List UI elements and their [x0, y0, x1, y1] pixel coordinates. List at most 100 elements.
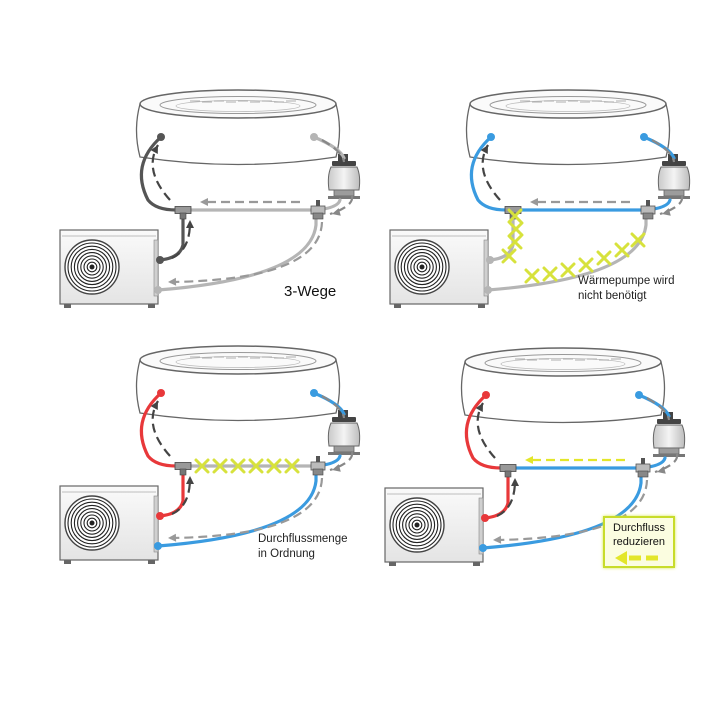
fan-ring	[397, 242, 447, 292]
fan-ring	[398, 506, 436, 544]
arrow-head	[493, 535, 502, 544]
x-mark-icon	[284, 458, 300, 474]
flow-arrow-icon	[493, 535, 502, 544]
pipe-end-dot	[154, 286, 162, 294]
fan-ring	[80, 255, 104, 279]
valve-stem	[646, 200, 650, 206]
filter-foot	[653, 454, 685, 457]
pool-icon	[465, 89, 671, 166]
heat-pump-icon	[59, 229, 159, 308]
arrow-head	[332, 208, 341, 216]
caption-not-needed-line-1: Wärmepumpe wird	[578, 275, 675, 287]
heat-pump-icon	[389, 229, 489, 308]
three-way-valve-icon	[640, 200, 656, 220]
tee-body	[499, 464, 517, 472]
heat-pump-side	[478, 497, 484, 555]
arrow-head	[332, 464, 341, 472]
pool-water-ring	[175, 356, 301, 368]
pool-rim	[139, 345, 337, 375]
panel-reduce-flow	[384, 347, 686, 566]
flow-arrow-icon	[150, 145, 158, 154]
filter-tank-body	[327, 422, 361, 447]
arrow-head	[150, 401, 158, 410]
heat-pump-foot	[64, 304, 71, 308]
arrow-head	[525, 456, 533, 464]
pipe-end-dot	[481, 514, 489, 522]
arrow-head	[662, 208, 671, 216]
pipe-end-dot	[154, 542, 162, 550]
filter-head	[657, 419, 681, 424]
fan-hub	[419, 264, 425, 270]
x-mark-icon	[614, 242, 630, 258]
flow-dash-inlet	[151, 144, 171, 201]
x-stroke	[578, 257, 594, 273]
filter-head	[662, 161, 686, 166]
arrow-head	[168, 533, 177, 542]
x-mark-icon	[542, 266, 558, 282]
flow-dash-inlet	[481, 144, 501, 201]
x-mark-icon	[508, 221, 524, 237]
pipe-end-dot	[479, 544, 487, 552]
valve-stem	[316, 456, 320, 462]
flow-dash-filter	[329, 451, 354, 472]
pipe-end-dot	[484, 286, 492, 294]
fan-ring	[86, 261, 98, 273]
pool-icon	[135, 345, 341, 422]
pool-inlet-pipe	[139, 391, 178, 468]
fan-ring	[402, 510, 432, 540]
heat-pump-side	[153, 239, 159, 297]
fan-ring	[73, 248, 111, 286]
caption-reduce-line-1: Durchfluss	[613, 522, 665, 534]
heat-pump-outlet-pipe	[483, 469, 510, 520]
flow-dash-heat-pump	[171, 221, 192, 260]
x-stroke	[542, 266, 558, 282]
fan-ring	[86, 517, 98, 529]
flow-dash-filter	[659, 195, 684, 216]
fan-hub	[89, 520, 95, 526]
three-way-valve-icon	[310, 456, 326, 476]
fan-ring	[416, 261, 428, 273]
flow-dash-return	[169, 477, 324, 540]
fan-hub	[414, 522, 420, 528]
pool-inlet-pipe	[469, 135, 508, 212]
tee-connector-icon	[174, 206, 192, 220]
pipe-end-dot	[156, 512, 164, 520]
flow-dash-inlet	[476, 402, 496, 459]
heat-pump-return-pipe	[156, 208, 318, 292]
caption-not-needed-line-2: nicht benötigt	[578, 290, 647, 302]
x-stroke	[508, 221, 524, 237]
heat-pump-foot	[478, 304, 485, 308]
fan-ring	[80, 511, 104, 535]
tee-leg	[179, 468, 187, 476]
pipe-end-dot	[156, 256, 164, 264]
pipe-end-dot	[310, 133, 318, 141]
fan-ring	[413, 258, 431, 276]
heat-pump-side	[483, 239, 489, 297]
flow-arrow-icon	[525, 456, 533, 464]
flow-arrow-icon	[530, 198, 538, 206]
flow-arrow-icon	[200, 198, 208, 206]
flow-dash-inlet	[151, 400, 171, 457]
pool-wall	[465, 103, 671, 166]
arrow-head	[186, 476, 194, 484]
caption-flow-ok-line-1: Durchflussmenge	[258, 533, 348, 545]
filter-base	[333, 445, 355, 453]
pipe-end-dot	[157, 389, 165, 397]
arrow-head	[200, 198, 208, 206]
fan-ring	[403, 248, 441, 286]
arrow-head	[186, 220, 194, 228]
heat-pump-foot	[148, 560, 155, 564]
heat-pump-return-pipe	[156, 464, 318, 548]
fan-ring	[395, 503, 439, 547]
fan-ring	[70, 245, 114, 289]
pool-water-ring	[505, 100, 631, 112]
filter-base	[658, 447, 680, 455]
pool-rim	[469, 89, 667, 119]
x-mark-icon	[230, 458, 246, 474]
flow-dash-heat-pump	[496, 479, 517, 518]
flow-arrow-icon	[657, 466, 666, 474]
flow-dash-outlet	[321, 395, 346, 419]
flow-arrow-icon	[150, 401, 158, 410]
x-mark-icon	[630, 232, 646, 248]
